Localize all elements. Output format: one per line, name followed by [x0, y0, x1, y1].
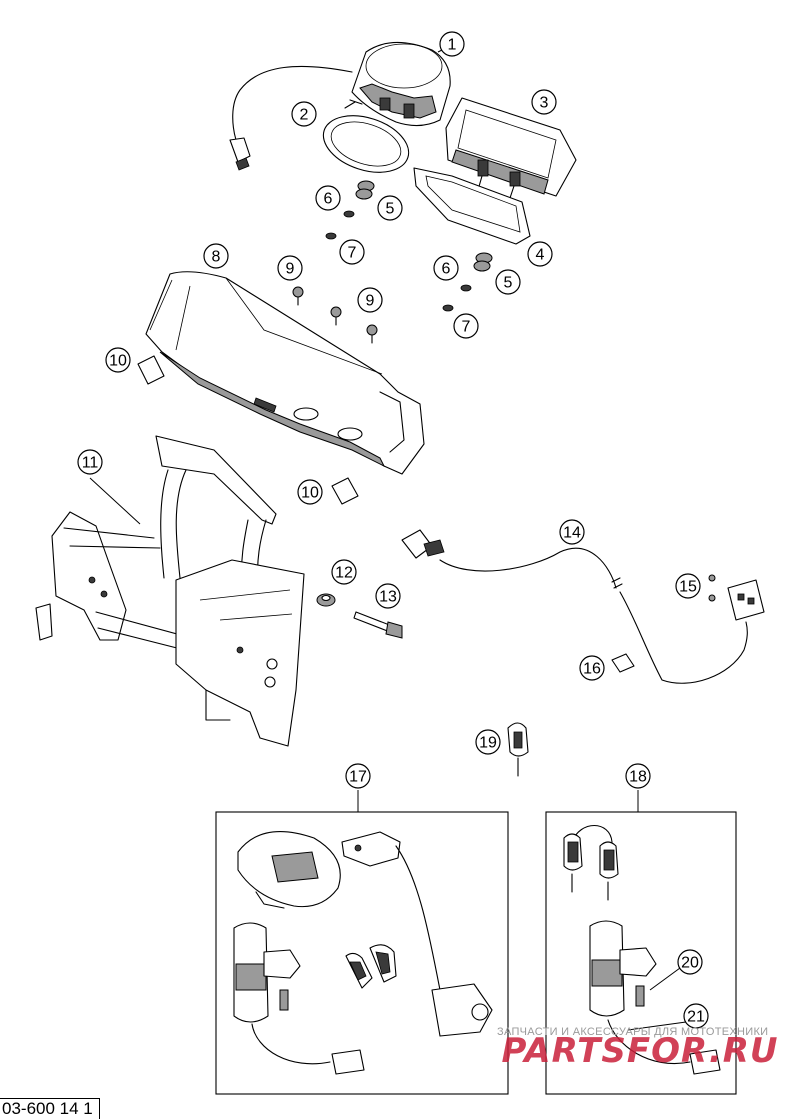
svg-text:4: 4 — [536, 247, 545, 264]
callout-12: 12 — [331, 559, 357, 585]
svg-text:19: 19 — [479, 735, 497, 752]
callout-19: 19 — [475, 729, 501, 755]
callout-18: 18 — [625, 763, 651, 789]
svg-text:18: 18 — [629, 769, 647, 786]
instrument-cover-part — [145, 271, 425, 475]
svg-text:10: 10 — [301, 485, 319, 502]
callout-10a: 10 — [105, 347, 131, 373]
callout-7a: 7 — [339, 239, 365, 265]
svg-text:17: 17 — [349, 769, 367, 786]
svg-text:21: 21 — [687, 1009, 705, 1026]
callout-4: 4 — [527, 241, 553, 267]
connector-block-part — [708, 574, 765, 621]
lock-set-parts — [563, 825, 721, 1075]
clip-part — [137, 355, 359, 505]
callout-5b: 5 — [495, 269, 521, 295]
svg-text:2: 2 — [300, 107, 309, 124]
svg-text:6: 6 — [442, 261, 451, 278]
svg-text:10: 10 — [109, 353, 127, 370]
gasket-ring-part — [322, 115, 410, 173]
callout-10b: 10 — [297, 479, 323, 505]
nut-part — [316, 593, 336, 607]
bracket-frame-part — [35, 435, 305, 747]
svg-text:9: 9 — [366, 293, 375, 310]
callout-1: 1 — [439, 31, 465, 57]
document-code: 03-600 14 1 — [0, 1098, 100, 1119]
callout-6b: 6 — [433, 255, 459, 281]
svg-text:6: 6 — [324, 191, 333, 208]
display-unit-part — [445, 97, 577, 199]
callout-20: 20 — [677, 949, 703, 975]
callout-16: 16 — [579, 655, 605, 681]
svg-text:9: 9 — [286, 261, 295, 278]
watermark-logo: PARTSFOR.RU — [501, 1031, 778, 1071]
svg-text:7: 7 — [462, 319, 471, 336]
svg-text:15: 15 — [679, 579, 697, 596]
ignition-set-parts — [233, 831, 493, 1075]
svg-text:5: 5 — [504, 275, 513, 292]
callout-15: 15 — [675, 573, 701, 599]
callout-6a: 6 — [315, 185, 341, 211]
kit-box-17 — [215, 811, 509, 1095]
bolt-part — [353, 611, 403, 639]
callout-7b: 7 — [453, 313, 479, 339]
callout-9b: 9 — [357, 287, 383, 313]
svg-text:3: 3 — [540, 95, 549, 112]
callout-5a: 5 — [377, 195, 403, 221]
svg-text:16: 16 — [583, 661, 601, 678]
callout-8: 8 — [203, 243, 229, 269]
callout-17: 17 — [345, 763, 371, 789]
callout-3: 3 — [531, 89, 557, 115]
callout-9a: 9 — [277, 255, 303, 281]
key-blank-part — [507, 722, 529, 777]
callout-13: 13 — [375, 583, 401, 609]
callout-11: 11 — [77, 449, 103, 475]
watermark-caption: ЗАПЧАСТИ И АКСЕССУАРЫ ДЛЯ МОТОТЕХНИКИ — [497, 1026, 769, 1038]
kit-box-18 — [545, 811, 737, 1095]
callout-21: 21 — [683, 1003, 709, 1029]
callout-14: 14 — [559, 519, 585, 545]
svg-text:5: 5 — [386, 201, 395, 218]
svg-text:14: 14 — [563, 525, 581, 542]
cable-clip-part — [611, 653, 635, 673]
speedometer-part — [229, 41, 451, 171]
svg-text:20: 20 — [681, 955, 699, 972]
callout-2: 2 — [291, 101, 317, 127]
svg-text:12: 12 — [335, 565, 353, 582]
svg-text:13: 13 — [379, 589, 397, 606]
grommet-set-upper — [325, 180, 375, 240]
svg-text:7: 7 — [348, 245, 357, 262]
screws-part — [292, 286, 378, 344]
svg-text:8: 8 — [212, 249, 221, 266]
svg-text:1: 1 — [448, 37, 457, 54]
grommet-set-lower — [442, 252, 493, 312]
svg-text:11: 11 — [82, 455, 99, 472]
display-gasket-part — [413, 167, 531, 245]
wiring-harness-part — [401, 529, 748, 684]
